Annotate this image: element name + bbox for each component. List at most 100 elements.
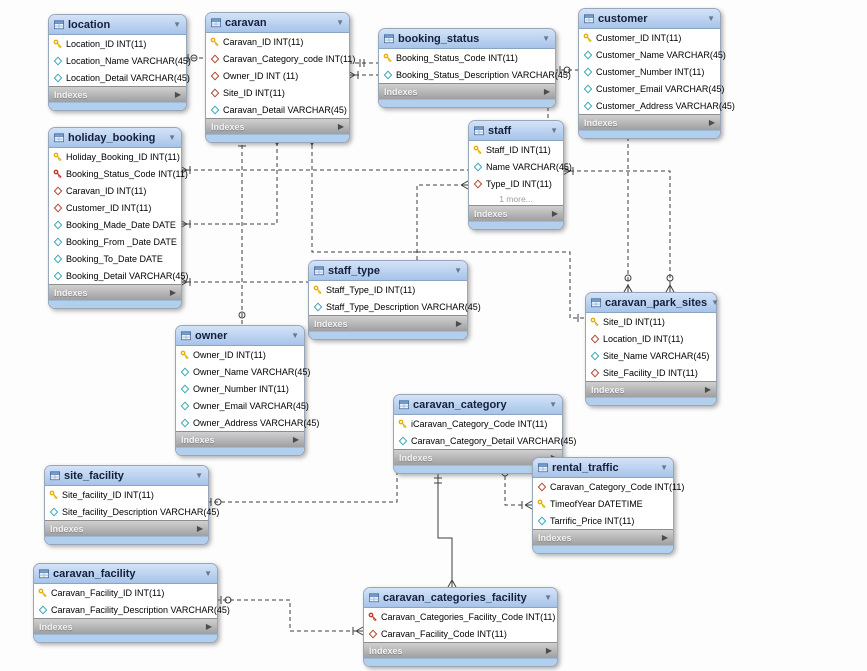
column-row[interactable]: Customer_Name VARCHAR(45) <box>579 46 726 63</box>
column-row[interactable]: Site_ID INT(11) <box>206 84 349 101</box>
column-row[interactable]: Type_ID INT(11) <box>469 175 563 192</box>
table-rental_traffic[interactable]: rental_traffic▼Caravan_Category_Code INT… <box>532 457 684 554</box>
column-row[interactable]: Customer_Number INT(11) <box>579 63 720 80</box>
column-row[interactable]: Location_Name VARCHAR(45) <box>49 52 191 69</box>
column-row[interactable]: Site_facility_ID INT(11) <box>45 486 208 503</box>
column-row[interactable]: Owner_Name VARCHAR(45) <box>176 363 310 380</box>
column-row[interactable]: Customer_ID INT(11) <box>49 199 181 216</box>
table-owner[interactable]: owner▼Owner_ID INT(11)Owner_Name VARCHAR… <box>175 325 319 456</box>
column-row[interactable]: Site_ID INT(11) <box>586 313 716 330</box>
relationship-staff-caravan_park_sites[interactable] <box>562 166 675 293</box>
collapse-arrow-icon[interactable]: ▼ <box>549 399 557 409</box>
column-row[interactable]: Caravan_Facility_ID INT(11) <box>34 584 217 601</box>
column-row[interactable]: Booking_Detail VARCHAR(45) <box>49 267 188 284</box>
relationship-caravan_category-rental_traffic[interactable] <box>501 469 533 510</box>
table-header[interactable]: holiday_booking▼ <box>49 128 181 148</box>
indexes-bar[interactable]: Indexes▶ <box>579 114 720 130</box>
column-row[interactable]: Location_ID INT(11) <box>49 35 186 52</box>
table-caravan_facility[interactable]: caravan_facility▼Caravan_Facility_ID INT… <box>33 563 230 643</box>
indexes-bar[interactable]: Indexes▶ <box>45 520 208 536</box>
expand-arrow-icon[interactable]: ▶ <box>174 89 181 99</box>
table-header[interactable]: staff_type▼ <box>309 261 467 281</box>
column-row[interactable]: Site_Facility_ID INT(11) <box>586 364 716 381</box>
column-row[interactable]: Site_Name VARCHAR(45) <box>586 347 716 364</box>
column-row[interactable]: Caravan_Categories_Facility_Code INT(11) <box>364 608 557 625</box>
collapse-arrow-icon[interactable]: ▼ <box>454 265 462 275</box>
column-row[interactable]: TimeofYear DATETIME <box>533 495 673 512</box>
expand-arrow-icon[interactable]: ▶ <box>708 117 715 127</box>
expand-arrow-icon[interactable]: ▶ <box>543 86 550 96</box>
column-row[interactable]: Caravan_Category_code INT(11) <box>206 50 355 67</box>
column-row[interactable]: Tarrific_Price INT(11) <box>533 512 673 529</box>
indexes-bar[interactable]: Indexes▶ <box>586 381 716 397</box>
relationship-caravan-owner[interactable] <box>238 138 246 325</box>
expand-arrow-icon[interactable]: ▶ <box>661 532 668 542</box>
expand-arrow-icon[interactable]: ▶ <box>551 208 558 218</box>
indexes-bar[interactable]: Indexes▶ <box>176 431 304 447</box>
column-row[interactable]: Location_Detail VARCHAR(45) <box>49 69 190 86</box>
table-header[interactable]: caravan▼ <box>206 13 349 33</box>
table-site_facility[interactable]: site_facility▼Site_facility_ID INT(11)Si… <box>44 465 219 545</box>
expand-arrow-icon[interactable]: ▶ <box>545 645 552 655</box>
more-columns-row[interactable]: 1 more... <box>469 192 563 205</box>
table-staff_type[interactable]: staff_type▼Staff_Type_ID INT(11)Staff_Ty… <box>308 260 481 340</box>
table-header[interactable]: caravan_park_sites▼ <box>586 293 719 313</box>
column-row[interactable]: Customer_Email VARCHAR(45) <box>579 80 724 97</box>
indexes-bar[interactable]: Indexes▶ <box>309 315 467 331</box>
column-row[interactable]: Staff_ID INT(11) <box>469 141 563 158</box>
table-header[interactable]: caravan_facility▼ <box>34 564 217 584</box>
expand-arrow-icon[interactable]: ▶ <box>704 384 711 394</box>
relationship-caravan_facility-caravan_categories_facility[interactable] <box>216 596 364 636</box>
expand-arrow-icon[interactable]: ▶ <box>337 121 344 131</box>
table-staff[interactable]: staff▼Staff_ID INT(11)Name VARCHAR(45)Ty… <box>468 120 572 230</box>
expand-arrow-icon[interactable]: ▶ <box>455 318 462 328</box>
column-row[interactable]: Booking_Made_Date DATE <box>49 216 181 233</box>
column-row[interactable]: iCaravan_Category_Code INT(11) <box>394 415 562 432</box>
column-row[interactable]: Booking_From _Date DATE <box>49 233 181 250</box>
relationship-caravan_category-caravan_categories_facility[interactable] <box>434 469 457 588</box>
table-header[interactable]: site_facility▼ <box>45 466 208 486</box>
indexes-bar[interactable]: Indexes▶ <box>469 205 563 221</box>
column-row[interactable]: Owner_Address VARCHAR(45) <box>176 414 319 431</box>
collapse-arrow-icon[interactable]: ▼ <box>168 132 176 142</box>
relationship-location-caravan[interactable] <box>185 54 205 62</box>
indexes-bar[interactable]: Indexes▶ <box>364 642 557 658</box>
table-holiday_booking[interactable]: holiday_booking▼Holiday_Booking_ID INT(1… <box>48 127 188 309</box>
column-row[interactable]: Staff_Type_Description VARCHAR(45) <box>309 298 481 315</box>
relationship-holiday_booking-caravan[interactable] <box>179 137 282 229</box>
table-header[interactable]: staff▼ <box>469 121 563 141</box>
collapse-arrow-icon[interactable]: ▼ <box>195 470 203 480</box>
column-row[interactable]: Owner_Number INT(11) <box>176 380 304 397</box>
column-row[interactable]: Owner_Email VARCHAR(45) <box>176 397 309 414</box>
column-row[interactable]: Site_facility_Description VARCHAR(45) <box>45 503 219 520</box>
expand-arrow-icon[interactable]: ▶ <box>292 434 299 444</box>
expand-arrow-icon[interactable]: ▶ <box>196 523 203 533</box>
table-caravan_park_sites[interactable]: caravan_park_sites▼Site_ID INT(11)Locati… <box>585 292 719 406</box>
expand-arrow-icon[interactable]: ▶ <box>205 621 212 631</box>
indexes-bar[interactable]: Indexes▶ <box>49 284 181 300</box>
column-row[interactable]: Location_ID INT(11) <box>586 330 716 347</box>
table-location[interactable]: location▼Location_ID INT(11)Location_Nam… <box>48 14 191 111</box>
table-caravan_category[interactable]: caravan_category▼iCaravan_Category_Code … <box>393 394 576 474</box>
indexes-bar[interactable]: Indexes▶ <box>206 118 349 134</box>
relationship-caravan-right-crowfoot[interactable] <box>347 70 378 80</box>
column-row[interactable]: Booking_Status_Description VARCHAR(45) <box>379 66 571 83</box>
column-row[interactable]: Caravan_Category_Code INT(11) <box>533 478 684 495</box>
table-header[interactable]: caravan_category▼ <box>394 395 562 415</box>
expand-arrow-icon[interactable]: ▶ <box>169 287 176 297</box>
indexes-bar[interactable]: Indexes▶ <box>49 86 186 102</box>
collapse-arrow-icon[interactable]: ▼ <box>660 462 668 472</box>
table-header[interactable]: customer▼ <box>579 9 720 29</box>
collapse-arrow-icon[interactable]: ▼ <box>336 17 344 27</box>
table-caravan_categories_facility[interactable]: caravan_categories_facility▼Caravan_Cate… <box>363 587 558 667</box>
column-row[interactable]: Customer_Address VARCHAR(45) <box>579 97 735 114</box>
relationship-holiday_booking-customer[interactable] <box>179 277 308 287</box>
indexes-bar[interactable]: Indexes▶ <box>379 83 555 99</box>
collapse-arrow-icon[interactable]: ▼ <box>204 568 212 578</box>
column-row[interactable]: Owner_ID INT (11) <box>206 67 349 84</box>
table-header[interactable]: rental_traffic▼ <box>533 458 673 478</box>
column-row[interactable]: Caravan_Facility_Code INT(11) <box>364 625 557 642</box>
indexes-bar[interactable]: Indexes▶ <box>34 618 217 634</box>
column-row[interactable]: Booking_To_Date DATE <box>49 250 181 267</box>
column-row[interactable]: Name VARCHAR(45) <box>469 158 572 175</box>
